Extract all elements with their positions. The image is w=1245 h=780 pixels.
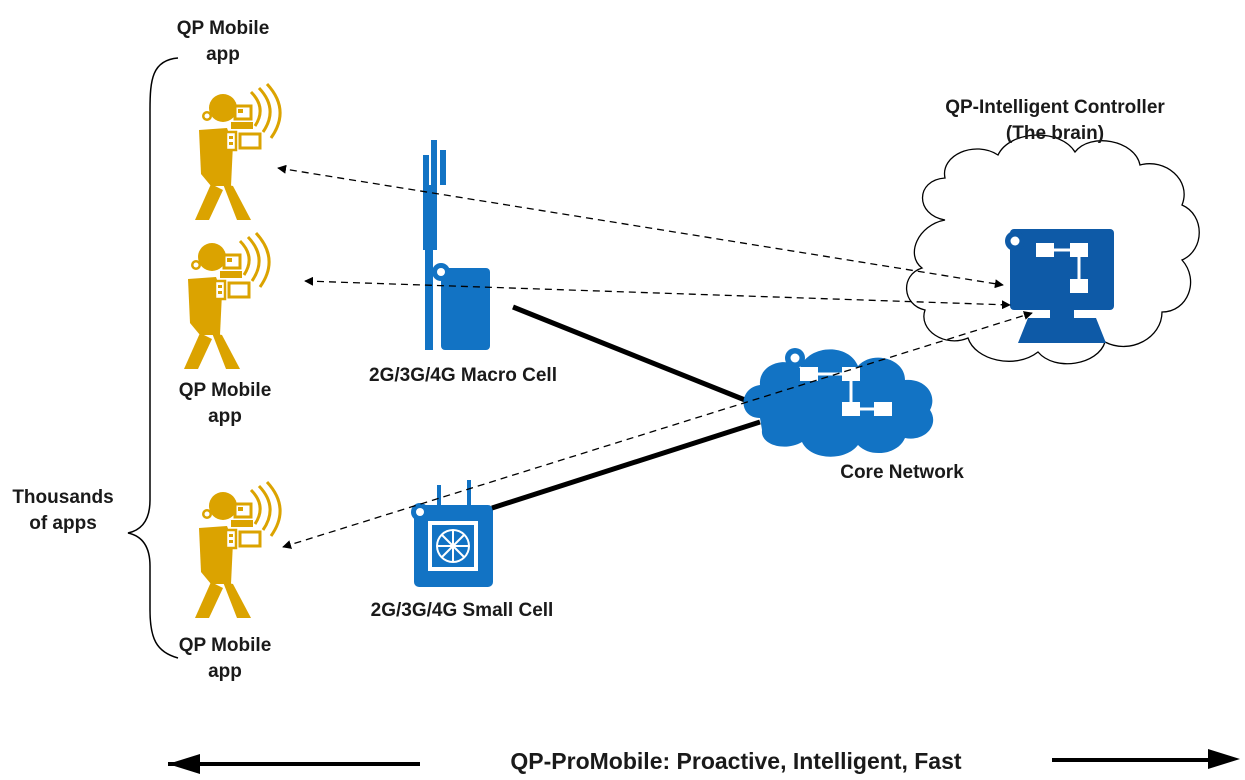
mobile-app-label-mid: QP Mobile app bbox=[160, 378, 290, 429]
controller-label-line2: (The brain) bbox=[1005, 122, 1105, 144]
arrow-controller-bot-user bbox=[282, 311, 1033, 549]
controller-computer-icon bbox=[1005, 229, 1114, 343]
mobile-app-label-top-line2: app bbox=[206, 43, 240, 65]
controller-label-line1: QP-Intelligent Controller bbox=[945, 97, 1165, 118]
core-network-label: Core Network bbox=[840, 462, 964, 483]
mobile-app-label-bot: QP Mobile app bbox=[165, 633, 285, 684]
mobile-app-label-top-line1: QP Mobile bbox=[176, 18, 270, 39]
signalling-arrows bbox=[277, 164, 1033, 549]
small-cell-icon bbox=[411, 480, 493, 587]
mobile-app-label-bot-line2: app bbox=[208, 660, 242, 682]
macro-cell-tower-icon bbox=[423, 140, 490, 350]
macro-cell-label: 2G/3G/4G Macro Cell bbox=[369, 365, 557, 386]
mobile-app-label-top: QP Mobile app bbox=[168, 16, 278, 67]
small-to-core-link bbox=[491, 419, 761, 511]
bottom-banner-arrow bbox=[168, 749, 1240, 774]
bottom-banner-label: QP-ProMobile: Proactive, Intelligent, Fa… bbox=[420, 748, 1052, 776]
core-network-cloud-icon bbox=[743, 348, 934, 457]
small-cell-label: 2G/3G/4G Small Cell bbox=[370, 600, 554, 621]
mobile-user-icon-bot bbox=[193, 480, 282, 620]
arrow-controller-mid-user bbox=[304, 276, 1011, 310]
thousands-label-line1: Thousands bbox=[12, 487, 114, 508]
mobile-app-label-bot-line1: QP Mobile bbox=[178, 635, 272, 656]
apps-brace bbox=[127, 57, 179, 659]
mobile-app-label-mid-line2: app bbox=[208, 405, 242, 427]
thousands-of-apps-label: Thousands of apps bbox=[6, 485, 120, 536]
arrow-controller-top-user bbox=[277, 164, 1004, 289]
thousands-label-line2: of apps bbox=[29, 512, 97, 534]
controller-label: QP-Intelligent Controller (The brain) bbox=[905, 95, 1205, 146]
mobile-user-icon-top bbox=[193, 82, 282, 222]
mobile-user-icon-mid bbox=[182, 231, 271, 371]
mobile-app-label-mid-line1: QP Mobile bbox=[178, 380, 272, 401]
